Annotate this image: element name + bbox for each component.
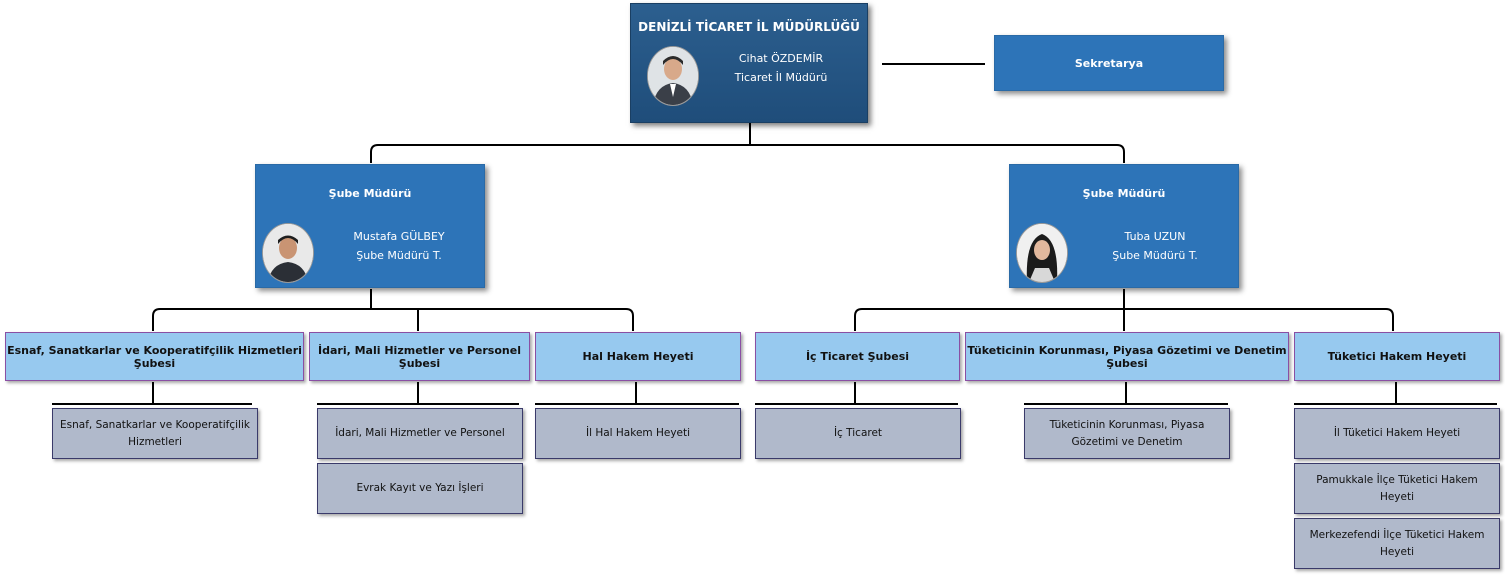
department-box[interactable]: İç Ticaret Şubesi bbox=[755, 332, 960, 381]
branch-manager-person: Tuba UZUN Şube Müdürü T. bbox=[1090, 227, 1220, 265]
unit-label: İl Hal Hakem Heyeti bbox=[585, 427, 691, 439]
unit-label: İç Ticaret bbox=[833, 427, 883, 439]
director-role: Ticaret İl Müdürü bbox=[734, 71, 828, 84]
unit-box[interactable]: İç Ticaret bbox=[755, 408, 961, 459]
branch-manager-role: Şube Müdürü T. bbox=[1112, 249, 1198, 262]
unit-box[interactable]: Evrak Kayıt ve Yazı İşleri bbox=[317, 463, 523, 514]
department-label: Hal Hakem Heyeti bbox=[582, 350, 694, 363]
branch-manager-role: Şube Müdürü T. bbox=[356, 249, 442, 262]
director-avatar bbox=[647, 46, 699, 106]
director-name: Cihat ÖZDEMİR bbox=[738, 52, 824, 65]
unit-label: Esnaf, Sanatkarlar ve Kooperatifçilik Hi… bbox=[60, 418, 250, 448]
secretariat-box[interactable]: Sekretarya bbox=[994, 35, 1224, 91]
branch-manager-person: Mustafa GÜLBEY Şube Müdürü T. bbox=[344, 227, 454, 265]
unit-box[interactable]: Tüketicinin Korunması, Piyasa Gözetimi v… bbox=[1024, 408, 1230, 459]
department-label: İdari, Mali Hizmetler ve Personel Şubesi bbox=[318, 343, 521, 370]
secretariat-label: Sekretarya bbox=[1074, 56, 1144, 70]
department-label: Tüketicinin Korunması, Piyasa Gözetimi v… bbox=[967, 343, 1287, 370]
unit-box[interactable]: İdari, Mali Hizmetler ve Personel bbox=[317, 408, 523, 459]
branch-manager-box[interactable]: Şube Müdürü Mustafa GÜLBEY Şube Müdürü T… bbox=[255, 164, 485, 288]
director-box[interactable]: DENİZLİ TİCARET İL MÜDÜRLÜĞÜ Cihat ÖZDEM… bbox=[630, 3, 868, 123]
department-box[interactable]: Hal Hakem Heyeti bbox=[535, 332, 741, 381]
department-box[interactable]: İdari, Mali Hizmetler ve Personel Şubesi bbox=[309, 332, 530, 381]
director-title: DENİZLİ TİCARET İL MÜDÜRLÜĞÜ bbox=[638, 20, 860, 34]
department-box[interactable]: Tüketici Hakem Heyeti bbox=[1294, 332, 1500, 381]
unit-label: Evrak Kayıt ve Yazı İşleri bbox=[356, 482, 484, 494]
branch-manager-name: Mustafa GÜLBEY bbox=[353, 230, 445, 243]
department-label: Tüketici Hakem Heyeti bbox=[1327, 350, 1467, 363]
department-label: Esnaf, Sanatkarlar ve Kooperatifçilik Hi… bbox=[7, 343, 302, 370]
unit-box[interactable]: İl Tüketici Hakem Heyeti bbox=[1294, 408, 1500, 459]
unit-label: İl Tüketici Hakem Heyeti bbox=[1333, 427, 1461, 439]
branch-manager-name: Tuba UZUN bbox=[1124, 230, 1186, 243]
branch-manager-title: Şube Müdürü bbox=[1082, 187, 1166, 200]
unit-label: İdari, Mali Hizmetler ve Personel bbox=[335, 427, 505, 439]
department-box[interactable]: Tüketicinin Korunması, Piyasa Gözetimi v… bbox=[965, 332, 1289, 381]
unit-label: Merkezefendi İlçe Tüketici Hakem Heyeti bbox=[1309, 528, 1485, 558]
department-box[interactable]: Esnaf, Sanatkarlar ve Kooperatifçilik Hi… bbox=[5, 332, 304, 381]
unit-box[interactable]: İl Hal Hakem Heyeti bbox=[535, 408, 741, 459]
unit-box[interactable]: Merkezefendi İlçe Tüketici Hakem Heyeti bbox=[1294, 518, 1500, 569]
director-person: Cihat ÖZDEMİR Ticaret İl Müdürü bbox=[716, 49, 846, 87]
unit-box[interactable]: Esnaf, Sanatkarlar ve Kooperatifçilik Hi… bbox=[52, 408, 258, 459]
unit-label: Pamukkale İlçe Tüketici Hakem Heyeti bbox=[1316, 473, 1478, 503]
branch-manager-title: Şube Müdürü bbox=[328, 187, 412, 200]
department-label: İç Ticaret Şubesi bbox=[805, 350, 910, 363]
branch-manager-avatar bbox=[1016, 223, 1068, 283]
branch-manager-avatar bbox=[262, 223, 314, 283]
unit-box[interactable]: Pamukkale İlçe Tüketici Hakem Heyeti bbox=[1294, 463, 1500, 514]
branch-manager-box[interactable]: Şube Müdürü Tuba UZUN Şube Müdürü T. bbox=[1009, 164, 1239, 288]
unit-label: Tüketicinin Korunması, Piyasa Gözetimi v… bbox=[1049, 418, 1205, 448]
